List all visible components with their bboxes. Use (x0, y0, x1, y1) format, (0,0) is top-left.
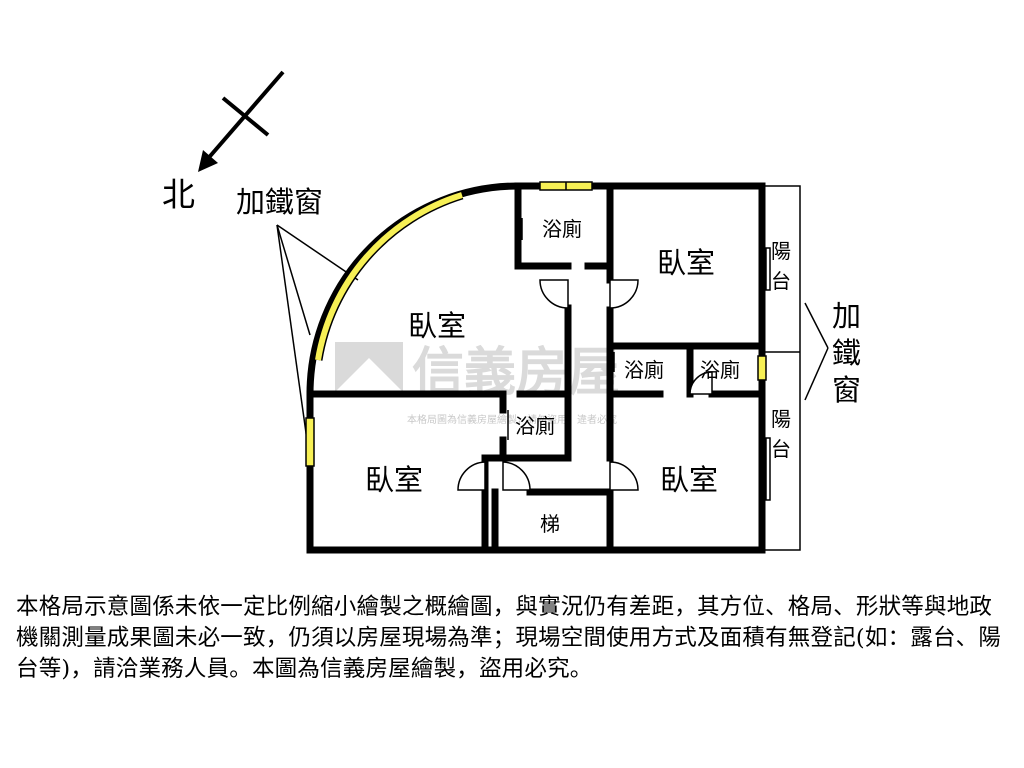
window-label-right-char-1: 加 (832, 299, 861, 333)
stairs-label: 梯 (540, 512, 560, 536)
doors (457, 218, 713, 491)
bath-mid-left-label: 浴廁 (624, 358, 664, 382)
window-label-right: 加 鐵 窗 (832, 299, 870, 407)
bedroom-top-right-label: 臥室 (657, 246, 715, 280)
bath-top-label: 浴廁 (542, 217, 582, 241)
compass-label: 北 (162, 175, 195, 214)
floor-plan: 信義房屋 本格局圖為信義房屋繪製，請勿盜用，違者必究 北 加鐵窗 加 鐵 窗 (162, 70, 870, 554)
door-stairs (502, 461, 531, 491)
disclaimer-text: 本格局示意圖係未依一定比例縮小繪製之概繪圖，與實況仍有差距，其方位、格局、形狀等… (16, 594, 1002, 682)
watermark-logo-icon (335, 342, 403, 392)
bath-mid-right-label: 浴廁 (700, 358, 740, 382)
door-bath-top (539, 279, 569, 309)
balcony-top-char-2: 台 (771, 269, 791, 293)
window-label-right-char-2: 鐵 (832, 336, 861, 370)
bedroom-top-left-label: 臥室 (408, 309, 466, 343)
windows (305, 181, 771, 501)
window-leader-lines (276, 224, 829, 441)
balcony-top-char-1: 陽 (771, 239, 791, 263)
balcony-top-label: 陽 台 (771, 239, 797, 293)
north-arrow-icon (198, 70, 285, 172)
door-bedroom-top-right (609, 279, 639, 309)
bath-center-label: 浴廁 (515, 414, 555, 438)
watermark-notice: 本格局圖為信義房屋繪製，請勿盜用，違者必究 (407, 413, 617, 426)
bedroom-bottom-right-label: 臥室 (660, 463, 718, 497)
door-bath-right (689, 371, 713, 395)
balcony-bottom-char-2: 台 (771, 437, 791, 461)
window-right (757, 355, 767, 381)
room-labels: 臥室 臥室 臥室 臥室 浴廁 浴廁 浴廁 浴廁 梯 陽 台 陽 台 (365, 217, 797, 536)
balcony-bottom-char-1: 陽 (771, 407, 791, 431)
watermark: 信義房屋 本格局圖為信義房屋繪製，請勿盜用，違者必究 (335, 342, 620, 426)
window-left (305, 417, 315, 467)
window-label-left: 加鐵窗 (236, 185, 323, 219)
balcony-bottom-label: 陽 台 (771, 407, 797, 461)
bedroom-bottom-left-label: 臥室 (365, 463, 423, 497)
door-bedroom-bottom-right (609, 461, 639, 491)
door-bedroom-bottom-left (457, 461, 486, 491)
window-label-right-char-3: 窗 (832, 373, 861, 407)
